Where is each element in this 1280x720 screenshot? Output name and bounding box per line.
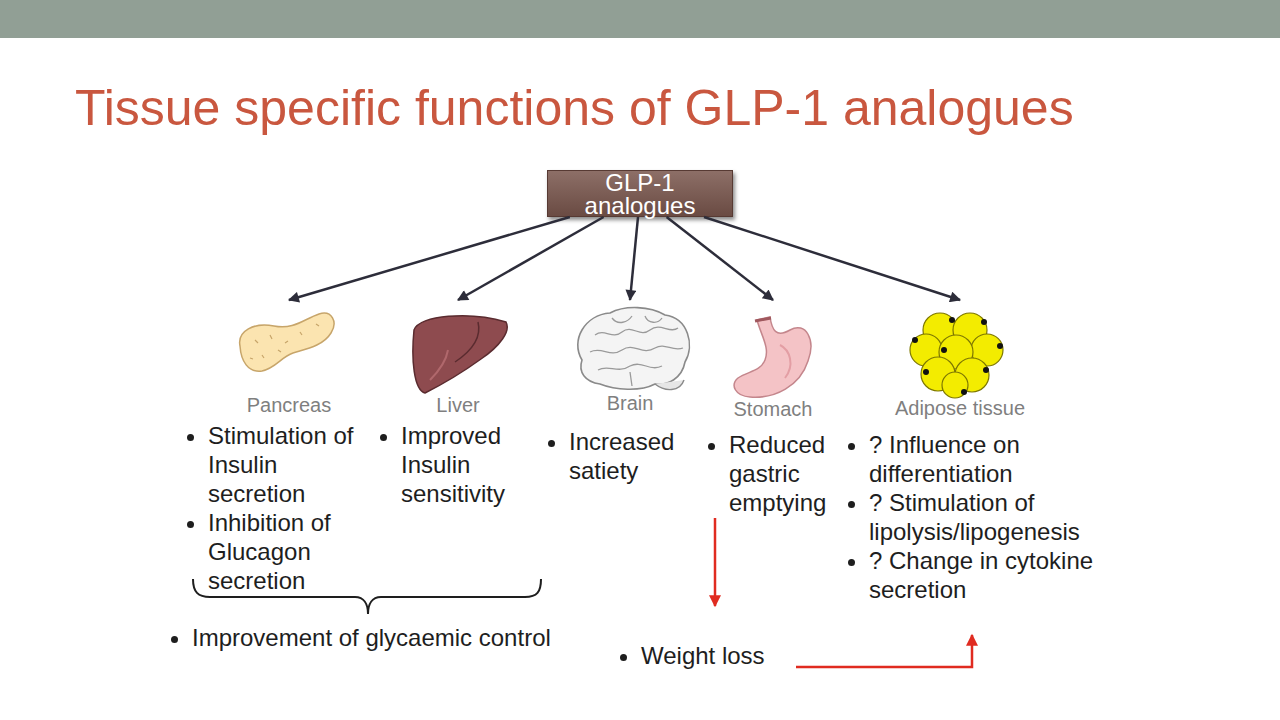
slide-title: Tissue specific functions of GLP-1 analo…	[75, 78, 1074, 138]
outcome-text: Improvement of glycaemic control	[192, 623, 612, 652]
effect-list: Stimulation of Insulin secretionInhibiti…	[208, 421, 363, 595]
organ-node: PancreasStimulation of Insulin secretion…	[188, 300, 369, 595]
outcome-text: Weight loss	[641, 641, 1061, 670]
effect-item: ? Change in cytokine secretion	[869, 546, 1101, 604]
connector-arrow	[667, 217, 773, 300]
effect-item: ? Stimulation of lipolysis/lipogenesis	[869, 488, 1101, 546]
outcome-note: Weight loss	[641, 641, 1061, 670]
liver-icon	[413, 316, 507, 393]
organ-name: Brain	[550, 391, 710, 415]
connector-arrow	[289, 217, 570, 300]
effect-list: Improved Insulin sensitivity	[401, 421, 513, 508]
effect-item: Increased satiety	[569, 427, 684, 485]
organ-node: StomachReduced gastric emptying	[693, 300, 853, 517]
connector-arrow	[630, 217, 638, 300]
outcome-note: Improvement of glycaemic control	[192, 623, 612, 652]
effect-list: ? Influence on differentiation? Stimulat…	[869, 430, 1101, 604]
brain-icon	[578, 308, 690, 390]
stomach-icon	[734, 317, 811, 397]
pancreas-icon	[240, 313, 334, 371]
effect-item: Improved Insulin sensitivity	[401, 421, 513, 508]
organ-name: Adipose tissue	[880, 396, 1040, 420]
adipose-nuclei	[912, 317, 1003, 395]
organ-node: LiverImproved Insulin sensitivity	[378, 300, 538, 508]
adipose-icon	[910, 313, 1003, 398]
connector-arrow	[704, 217, 960, 300]
box-label: GLP-1 analogues	[562, 171, 718, 217]
effect-list: Increased satiety	[569, 427, 684, 485]
organ-name: Liver	[378, 393, 538, 417]
organ-name: Pancreas	[209, 393, 369, 417]
effect-item: Inhibition of Glucagon secretion	[208, 508, 363, 595]
organ-node: Adipose tissue ? Influence on differentia…	[849, 300, 1101, 604]
effect-item: ? Influence on differentiation	[869, 430, 1101, 488]
connector-arrow	[458, 217, 604, 300]
organ-node: BrainIncreased satiety	[549, 300, 710, 485]
effect-item: Reduced gastric emptying	[729, 430, 834, 517]
process-box: GLP-1 analogues	[547, 170, 733, 217]
result-arrow	[714, 518, 717, 606]
feedback-arrow	[796, 635, 972, 667]
top-band	[0, 0, 1280, 38]
effect-list: Reduced gastric emptying	[729, 430, 834, 517]
effect-item: Stimulation of Insulin secretion	[208, 421, 363, 508]
organ-name: Stomach	[693, 397, 853, 421]
